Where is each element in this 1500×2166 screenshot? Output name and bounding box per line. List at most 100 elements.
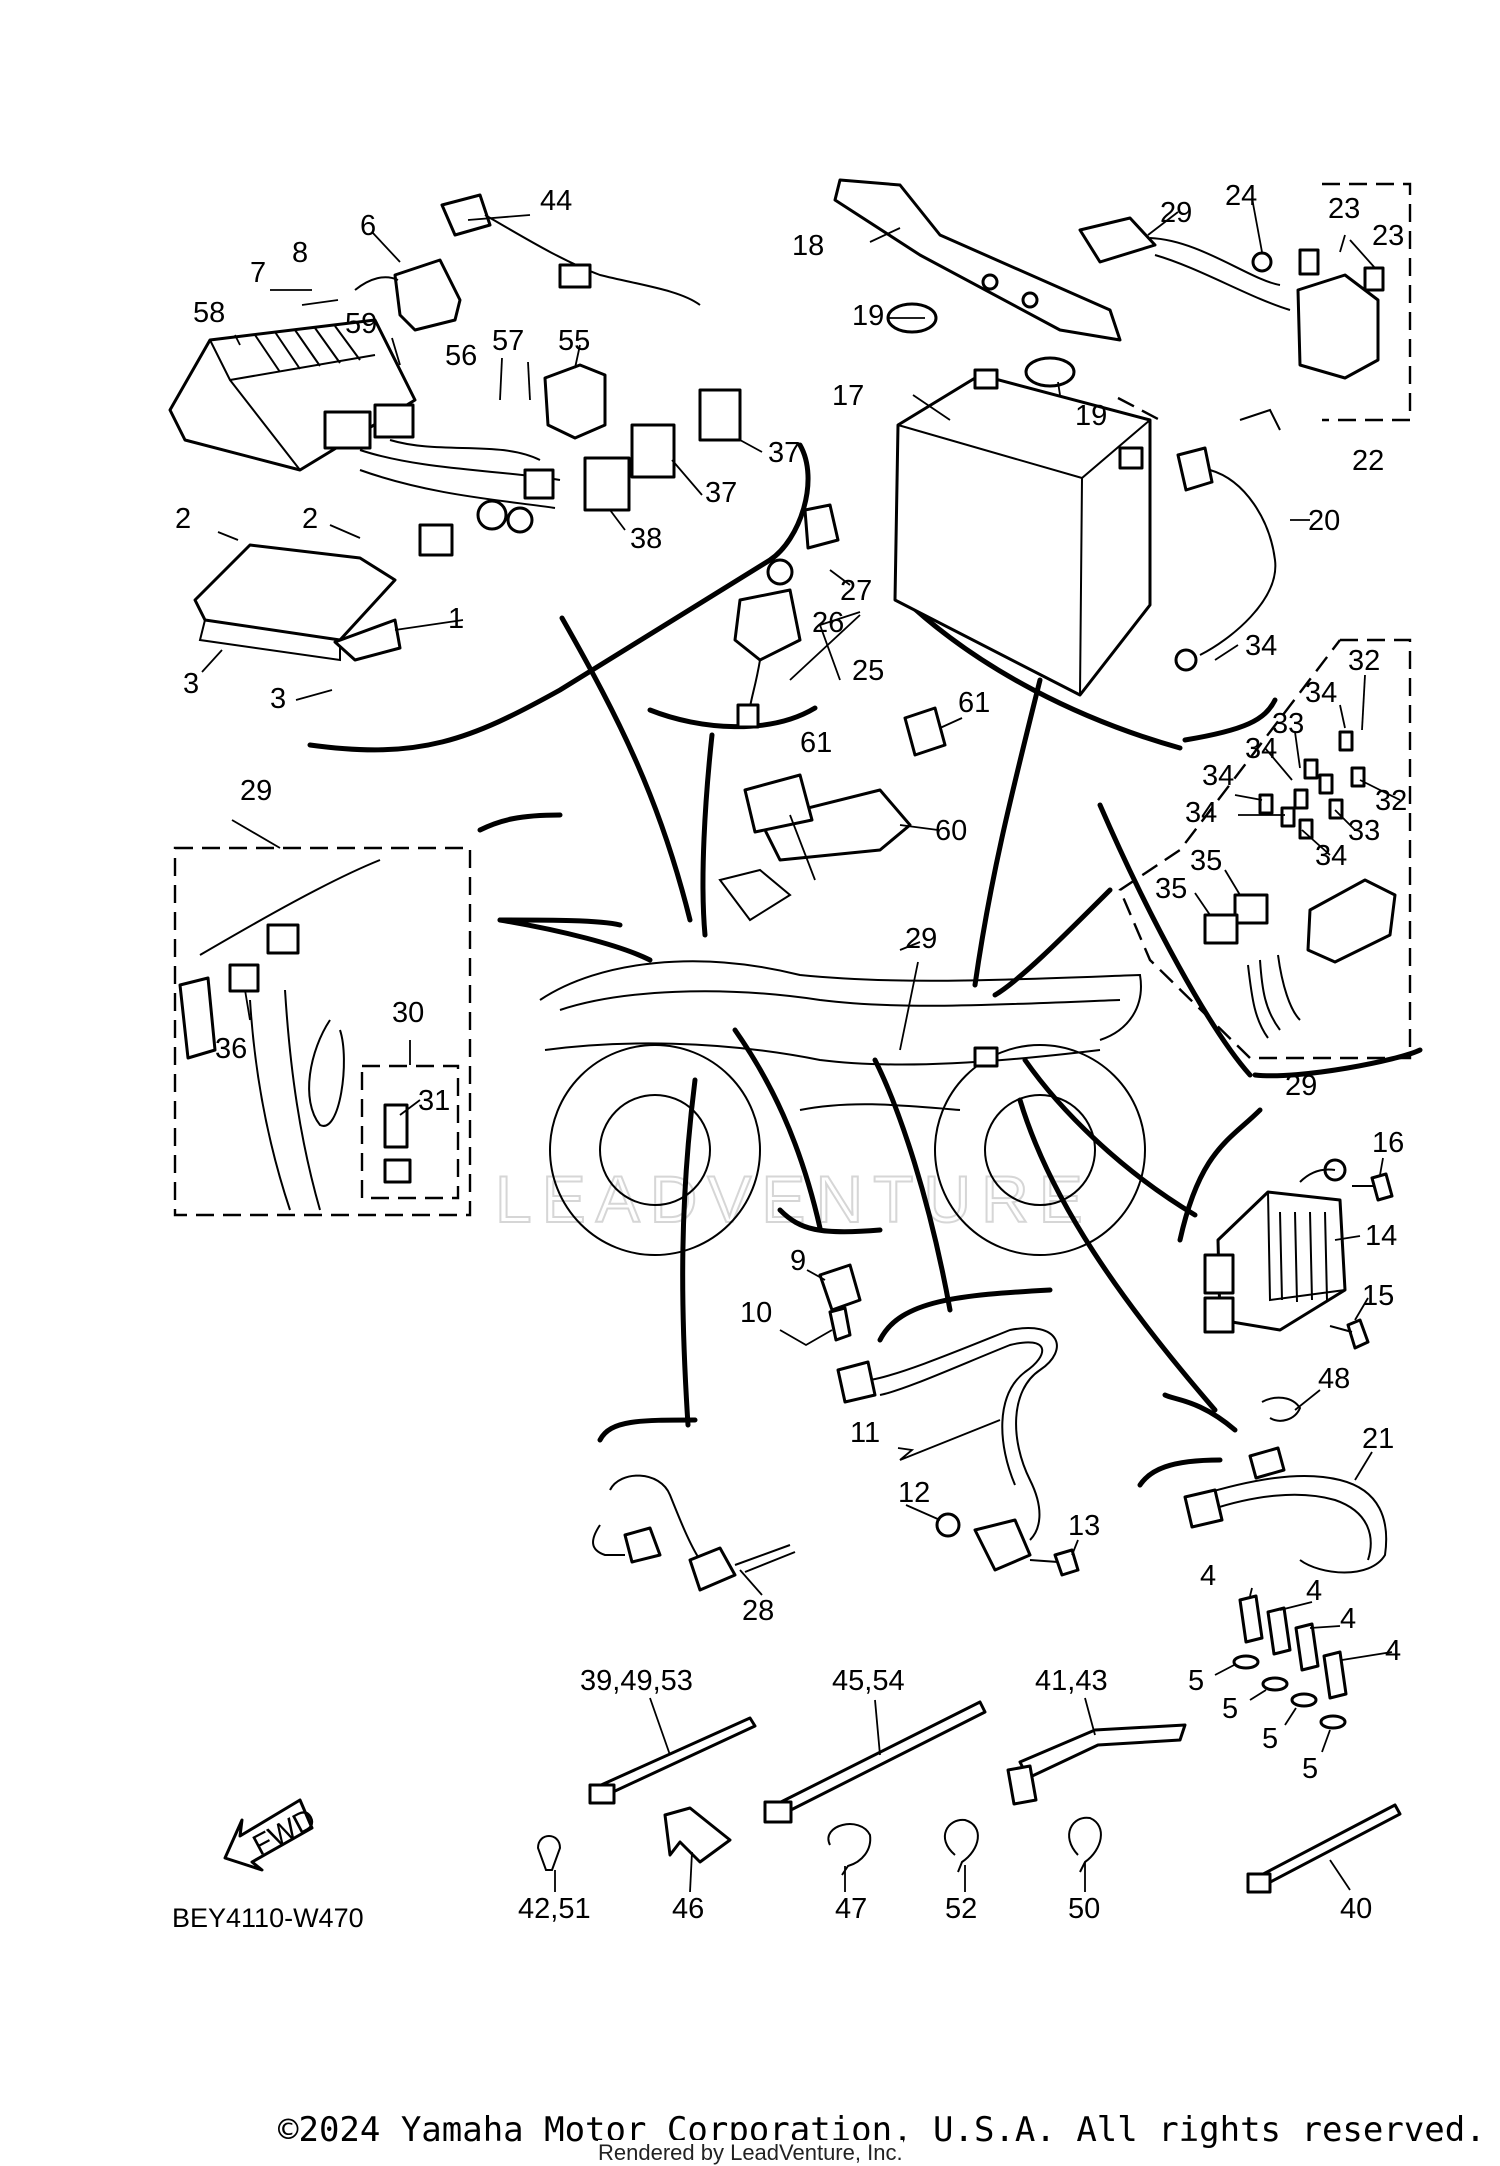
callout-3: 3 [183,668,199,700]
callout-35: 35 [1155,873,1187,905]
callout-61: 61 [800,727,832,759]
callout-2: 2 [175,503,191,535]
callout-56: 56 [445,340,477,372]
part-44-lead [440,193,701,306]
part-25-main-switch [733,503,840,729]
callout-30: 30 [392,997,424,1029]
part-harness-branch [359,439,561,557]
callout-15: 15 [1362,1280,1394,1312]
part-6-coil [354,258,462,332]
part-vehicle-frame [539,868,1146,1256]
diagram-code: BEY4110-W470 [172,1903,364,1933]
callout-29: 29 [1160,197,1192,229]
callout-38: 38 [630,523,662,555]
callout-29: 29 [1285,1070,1317,1102]
callout-23: 23 [1328,193,1360,225]
callout-44: 44 [540,185,572,217]
callout-14: 14 [1365,1220,1397,1252]
part-29-subharness [1078,216,1291,311]
callout-4: 4 [1340,1603,1356,1635]
part-20-battery-cable [1174,408,1281,672]
callout-22: 22 [1352,445,1384,477]
callout-37: 37 [705,477,737,509]
callout-34: 34 [1305,677,1337,709]
callout-32: 32 [1375,785,1407,817]
callout-labels: 1 2 2 3 3 6 7 8 44 58 59 56 57 55 37 37 … [175,180,1407,1925]
callout-37: 37 [768,437,800,469]
callout-35: 35 [1190,845,1222,877]
callout-48: 48 [1318,1363,1350,1395]
callout-2: 2 [302,503,318,535]
fwd-arrow: FWD [223,1798,321,1872]
callout-33: 33 [1272,708,1304,740]
callout-34: 34 [1245,630,1277,662]
callout-25: 25 [852,655,884,687]
callout-50: 50 [1068,1893,1100,1925]
part-60-61-bracket [743,706,947,862]
callout-10: 10 [740,1297,772,1329]
callout-47: 47 [835,1893,867,1925]
callout-5: 5 [1262,1723,1278,1755]
callout-6: 6 [360,210,376,242]
part-ties-clips [536,1700,1402,1894]
part-58-control-unit [168,318,417,472]
part-37-38-relays [583,388,742,512]
callout-17: 17 [832,380,864,412]
part-11-sensor-lead [836,1327,1080,1577]
callout-13: 13 [1068,1510,1100,1542]
callout-40: 40 [1340,1893,1372,1925]
watermark: LEADVENTURE [495,1162,1093,1236]
callout-18: 18 [792,230,824,262]
callout-61: 61 [958,687,990,719]
part-17-battery [893,368,1152,697]
part-18-bracket [833,178,1122,342]
callout-8: 8 [292,237,308,269]
callout-4: 4 [1306,1575,1322,1607]
callout-57: 57 [492,325,524,357]
callout-11: 11 [850,1417,880,1449]
callout-34: 34 [1245,733,1277,765]
callout-45-54: 45,54 [832,1665,905,1697]
rendered-by-notice: Rendered by LeadVenture, Inc. [598,2140,903,2166]
callout-19: 19 [1075,400,1107,432]
callout-31: 31 [418,1085,450,1117]
callout-28: 28 [742,1595,774,1627]
part-9-10-sensor [818,1263,862,1342]
callout-1: 1 [448,603,464,635]
part-15-16-bolts [1329,1172,1394,1350]
dashed-groups [173,182,1412,1217]
callout-60: 60 [935,815,967,847]
callout-5: 5 [1302,1753,1318,1785]
part-1-ecu [193,543,402,662]
callout-4: 4 [1385,1635,1401,1667]
callout-5: 5 [1222,1693,1238,1725]
callout-55: 55 [558,325,590,357]
part-28-sensor [592,1474,796,1592]
callout-33: 33 [1348,815,1380,847]
part-21-harness [1183,1396,1388,1574]
callout-16: 16 [1372,1127,1404,1159]
callout-59: 59 [345,308,377,340]
callout-24: 24 [1225,180,1257,212]
part-22-starter-relay [1251,248,1385,380]
part-fuse-box [1203,730,1397,1039]
callout-39-49-53: 39,49,53 [580,1665,693,1697]
callout-19: 19 [852,300,884,332]
callout-27: 27 [840,575,872,607]
callout-12: 12 [898,1477,930,1509]
callout-4: 4 [1200,1560,1216,1592]
callout-23: 23 [1372,220,1404,252]
callout-20: 20 [1308,505,1340,537]
callout-29: 29 [240,775,272,807]
part-14-regulator [1203,1158,1347,1334]
callout-58: 58 [193,297,225,329]
part-left-inset [178,859,412,1211]
callout-41-43: 41,43 [1035,1665,1108,1697]
callout-42-51: 42,51 [518,1893,591,1925]
callout-36: 36 [215,1033,247,1065]
callout-7: 7 [250,257,266,289]
part-55-relay [543,363,607,440]
callout-46: 46 [672,1893,704,1925]
callout-29: 29 [905,923,937,955]
